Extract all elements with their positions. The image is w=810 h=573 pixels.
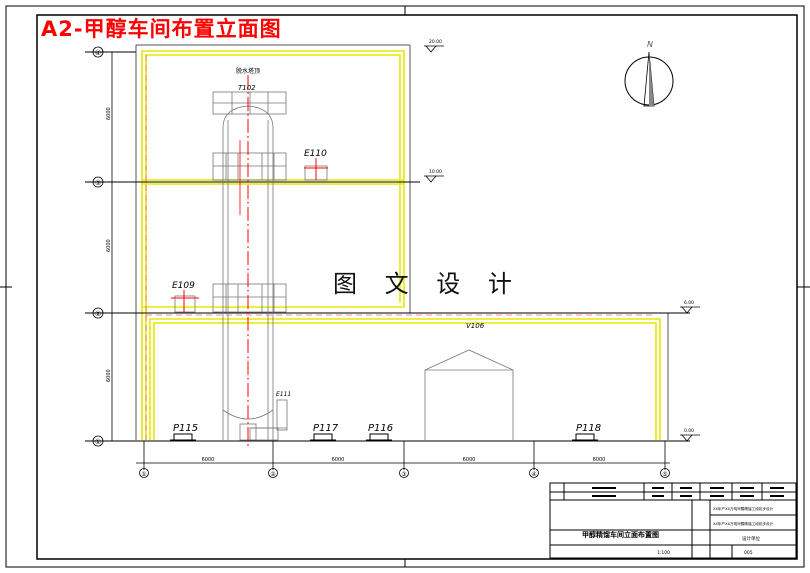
- bottom-grid-label-4: ④: [531, 471, 536, 478]
- title-block: [549, 482, 797, 559]
- north-label: N: [647, 40, 653, 49]
- condenser-e110: [304, 158, 328, 181]
- title-block-header-marks: [592, 487, 784, 497]
- exchanger-e109: [171, 290, 199, 313]
- reboiler-e111: [249, 399, 288, 441]
- horizontal-dimensions: 6000 6000 6000 6000: [202, 457, 606, 463]
- left-grid-label-1: ①: [95, 438, 101, 446]
- p115-label: P115: [173, 423, 198, 434]
- title-block-text: 甲醇精馏车间立面布置图 XX年产XX万吨甲醇精馏工段初步设计 XX年产XX万吨甲…: [582, 506, 774, 556]
- bottom-grid-axis: [136, 441, 670, 478]
- tank-v106: [424, 349, 514, 440]
- tower-caption-label: 脱水塔顶: [236, 67, 260, 75]
- vdim-3: 6000: [106, 369, 112, 382]
- design-label: 设计单位: [742, 535, 760, 542]
- scale-value: 1:100: [657, 550, 670, 556]
- left-grid-axis: [92, 46, 113, 447]
- vdim-1: 6000: [106, 107, 112, 120]
- vertical-dimensions: 6000 6000 6000: [106, 107, 112, 382]
- p116-label: P116: [368, 423, 393, 434]
- building-outline: [135, 44, 669, 440]
- project-line-1: XX年产XX万吨甲醇精馏工段初步设计: [713, 506, 774, 511]
- elevation-label-second: 10.00: [429, 169, 442, 175]
- e109-label: E109: [172, 281, 195, 291]
- left-grid-label-3: ③: [95, 179, 101, 187]
- hdim-2: 6000: [332, 457, 345, 463]
- page-title: A2-甲醇车间布置立面图: [41, 17, 282, 41]
- bottom-grid-label-1: ①: [141, 471, 146, 478]
- pump-symbols: [170, 433, 598, 441]
- floor-slabs: [85, 51, 690, 442]
- project-line-2: XX年产XX万吨甲醇精馏工段初步设计: [713, 521, 774, 526]
- sheet-edge-ticks: [0, 6, 810, 567]
- e110-label: E110: [304, 149, 327, 159]
- watermark-text: 图 文 设 计: [333, 270, 522, 298]
- bottom-grid-label-5: ⑤: [662, 471, 667, 478]
- bottom-grid-label-3: ③: [401, 471, 406, 478]
- drawing-name: 甲醇精馏车间立面布置图: [582, 530, 659, 539]
- vdim-2: 6000: [106, 239, 112, 252]
- e111-label: E111: [276, 391, 291, 398]
- hdim-1: 6000: [202, 457, 215, 463]
- hdim-3: 6000: [463, 457, 476, 463]
- left-grid-label-4: ④: [95, 49, 101, 57]
- elevation-label-third: 6.00: [684, 300, 694, 306]
- elevation-labels: 20.00 10.00 6.00 0.00: [429, 39, 694, 434]
- elevation-label-ground: 0.00: [684, 428, 694, 434]
- bottom-grid-label-2: ②: [270, 471, 276, 478]
- equipment-labels: 脱水塔顶 T102 E110 E109 V106 E111 P115 P117 …: [172, 67, 601, 434]
- wall-lines-yellow: [141, 50, 661, 440]
- p118-label: P118: [576, 423, 601, 434]
- wall-dashes: [145, 55, 654, 440]
- north-arrow: [624, 51, 674, 107]
- left-grid-labels: ④ ③ ② ①: [95, 49, 101, 446]
- p117-label: P117: [313, 423, 339, 434]
- sheet-number: 005: [744, 550, 753, 556]
- elevation-markers: [424, 45, 700, 442]
- left-grid-label-2: ②: [95, 310, 101, 318]
- hdim-4: 6000: [593, 457, 606, 463]
- v106-label: V106: [466, 322, 485, 330]
- elevation-label-top: 20.00: [429, 39, 442, 45]
- t102-label: T102: [238, 84, 256, 92]
- tower-t102: [212, 91, 287, 441]
- bottom-grid-labels: ① ② ③ ④ ⑤: [141, 471, 667, 478]
